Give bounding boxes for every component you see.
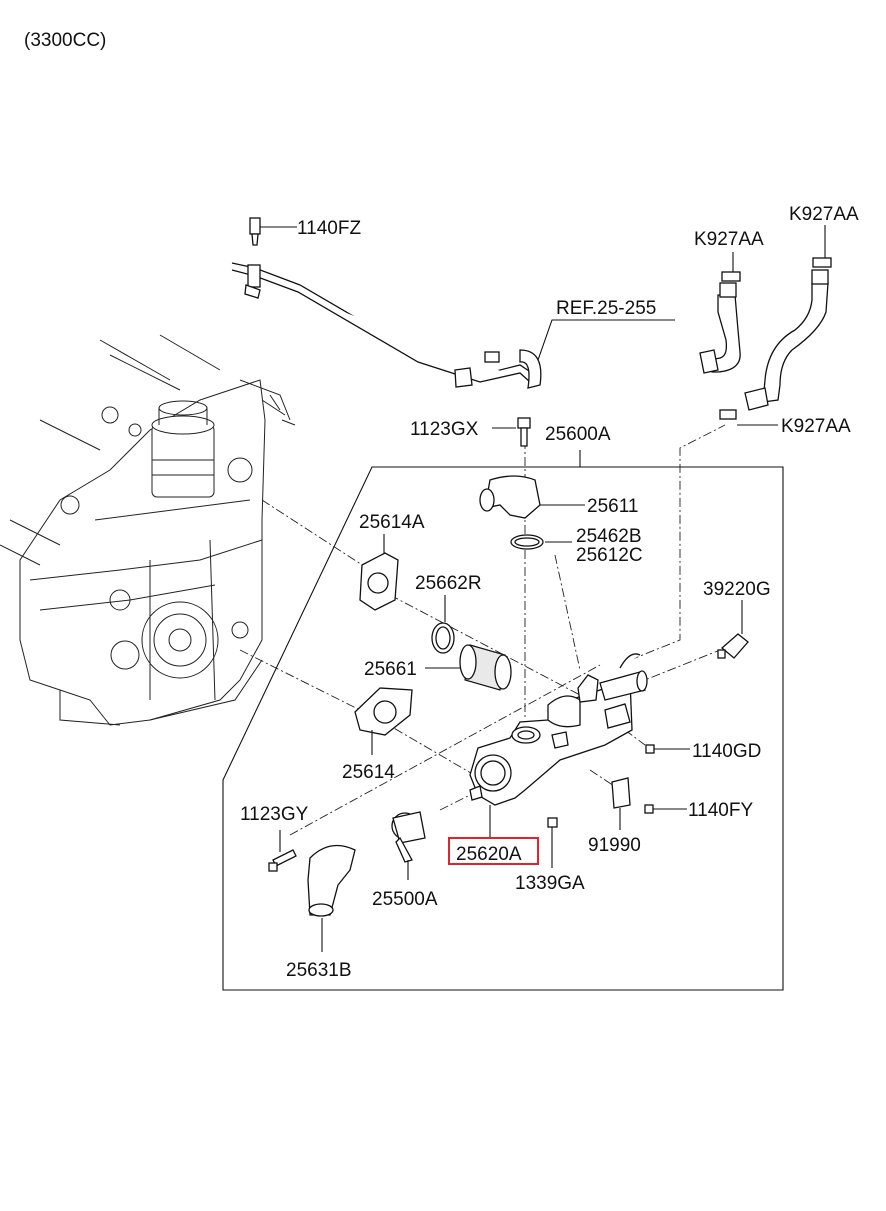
bypass-pipe-drawing bbox=[231, 217, 675, 389]
part-label-1140GD[interactable]: 1140GD bbox=[692, 741, 761, 762]
assembly-parts-drawing bbox=[268, 417, 749, 952]
highlight-box bbox=[448, 837, 539, 865]
part-label-25620A[interactable]: 25620A bbox=[456, 844, 522, 865]
engine-block-drawing bbox=[0, 334, 296, 726]
part-label-1123GY[interactable]: 1123GY bbox=[240, 804, 309, 825]
hoses-drawing bbox=[699, 225, 832, 426]
part-label-25662R[interactable]: 25662R bbox=[415, 573, 482, 594]
part-label-91990[interactable]: 91990 bbox=[588, 835, 641, 856]
assembly-group-box bbox=[222, 466, 784, 991]
engine-displacement-label: (3300CC) bbox=[24, 30, 106, 51]
part-label-25631B[interactable]: 25631B bbox=[286, 960, 352, 981]
part-label-25600A[interactable]: 25600A bbox=[545, 424, 611, 445]
part-label-25462B[interactable]: 25462B bbox=[576, 526, 642, 547]
part-label-25614[interactable]: 25614 bbox=[342, 762, 395, 783]
part-label-39220G[interactable]: 39220G bbox=[703, 579, 771, 600]
part-label-1123GX[interactable]: 1123GX bbox=[410, 419, 479, 440]
reference-label[interactable]: REF.25-255 bbox=[556, 298, 656, 319]
part-label-1339GA[interactable]: 1339GA bbox=[515, 873, 585, 894]
part-label-25661[interactable]: 25661 bbox=[364, 659, 417, 680]
part-label-K927AA-mid[interactable]: K927AA bbox=[694, 229, 764, 250]
part-label-1140FY[interactable]: 1140FY bbox=[688, 800, 753, 821]
part-label-25500A[interactable]: 25500A bbox=[372, 889, 438, 910]
part-label-1140FZ[interactable]: 1140FZ bbox=[297, 218, 361, 239]
part-label-K927AA-top[interactable]: K927AA bbox=[789, 204, 859, 225]
part-label-K927AA-low[interactable]: K927AA bbox=[781, 416, 851, 437]
part-label-25611[interactable]: 25611 bbox=[587, 496, 638, 517]
part-label-25614A[interactable]: 25614A bbox=[359, 512, 425, 533]
part-label-25612C[interactable]: 25612C bbox=[576, 545, 643, 566]
